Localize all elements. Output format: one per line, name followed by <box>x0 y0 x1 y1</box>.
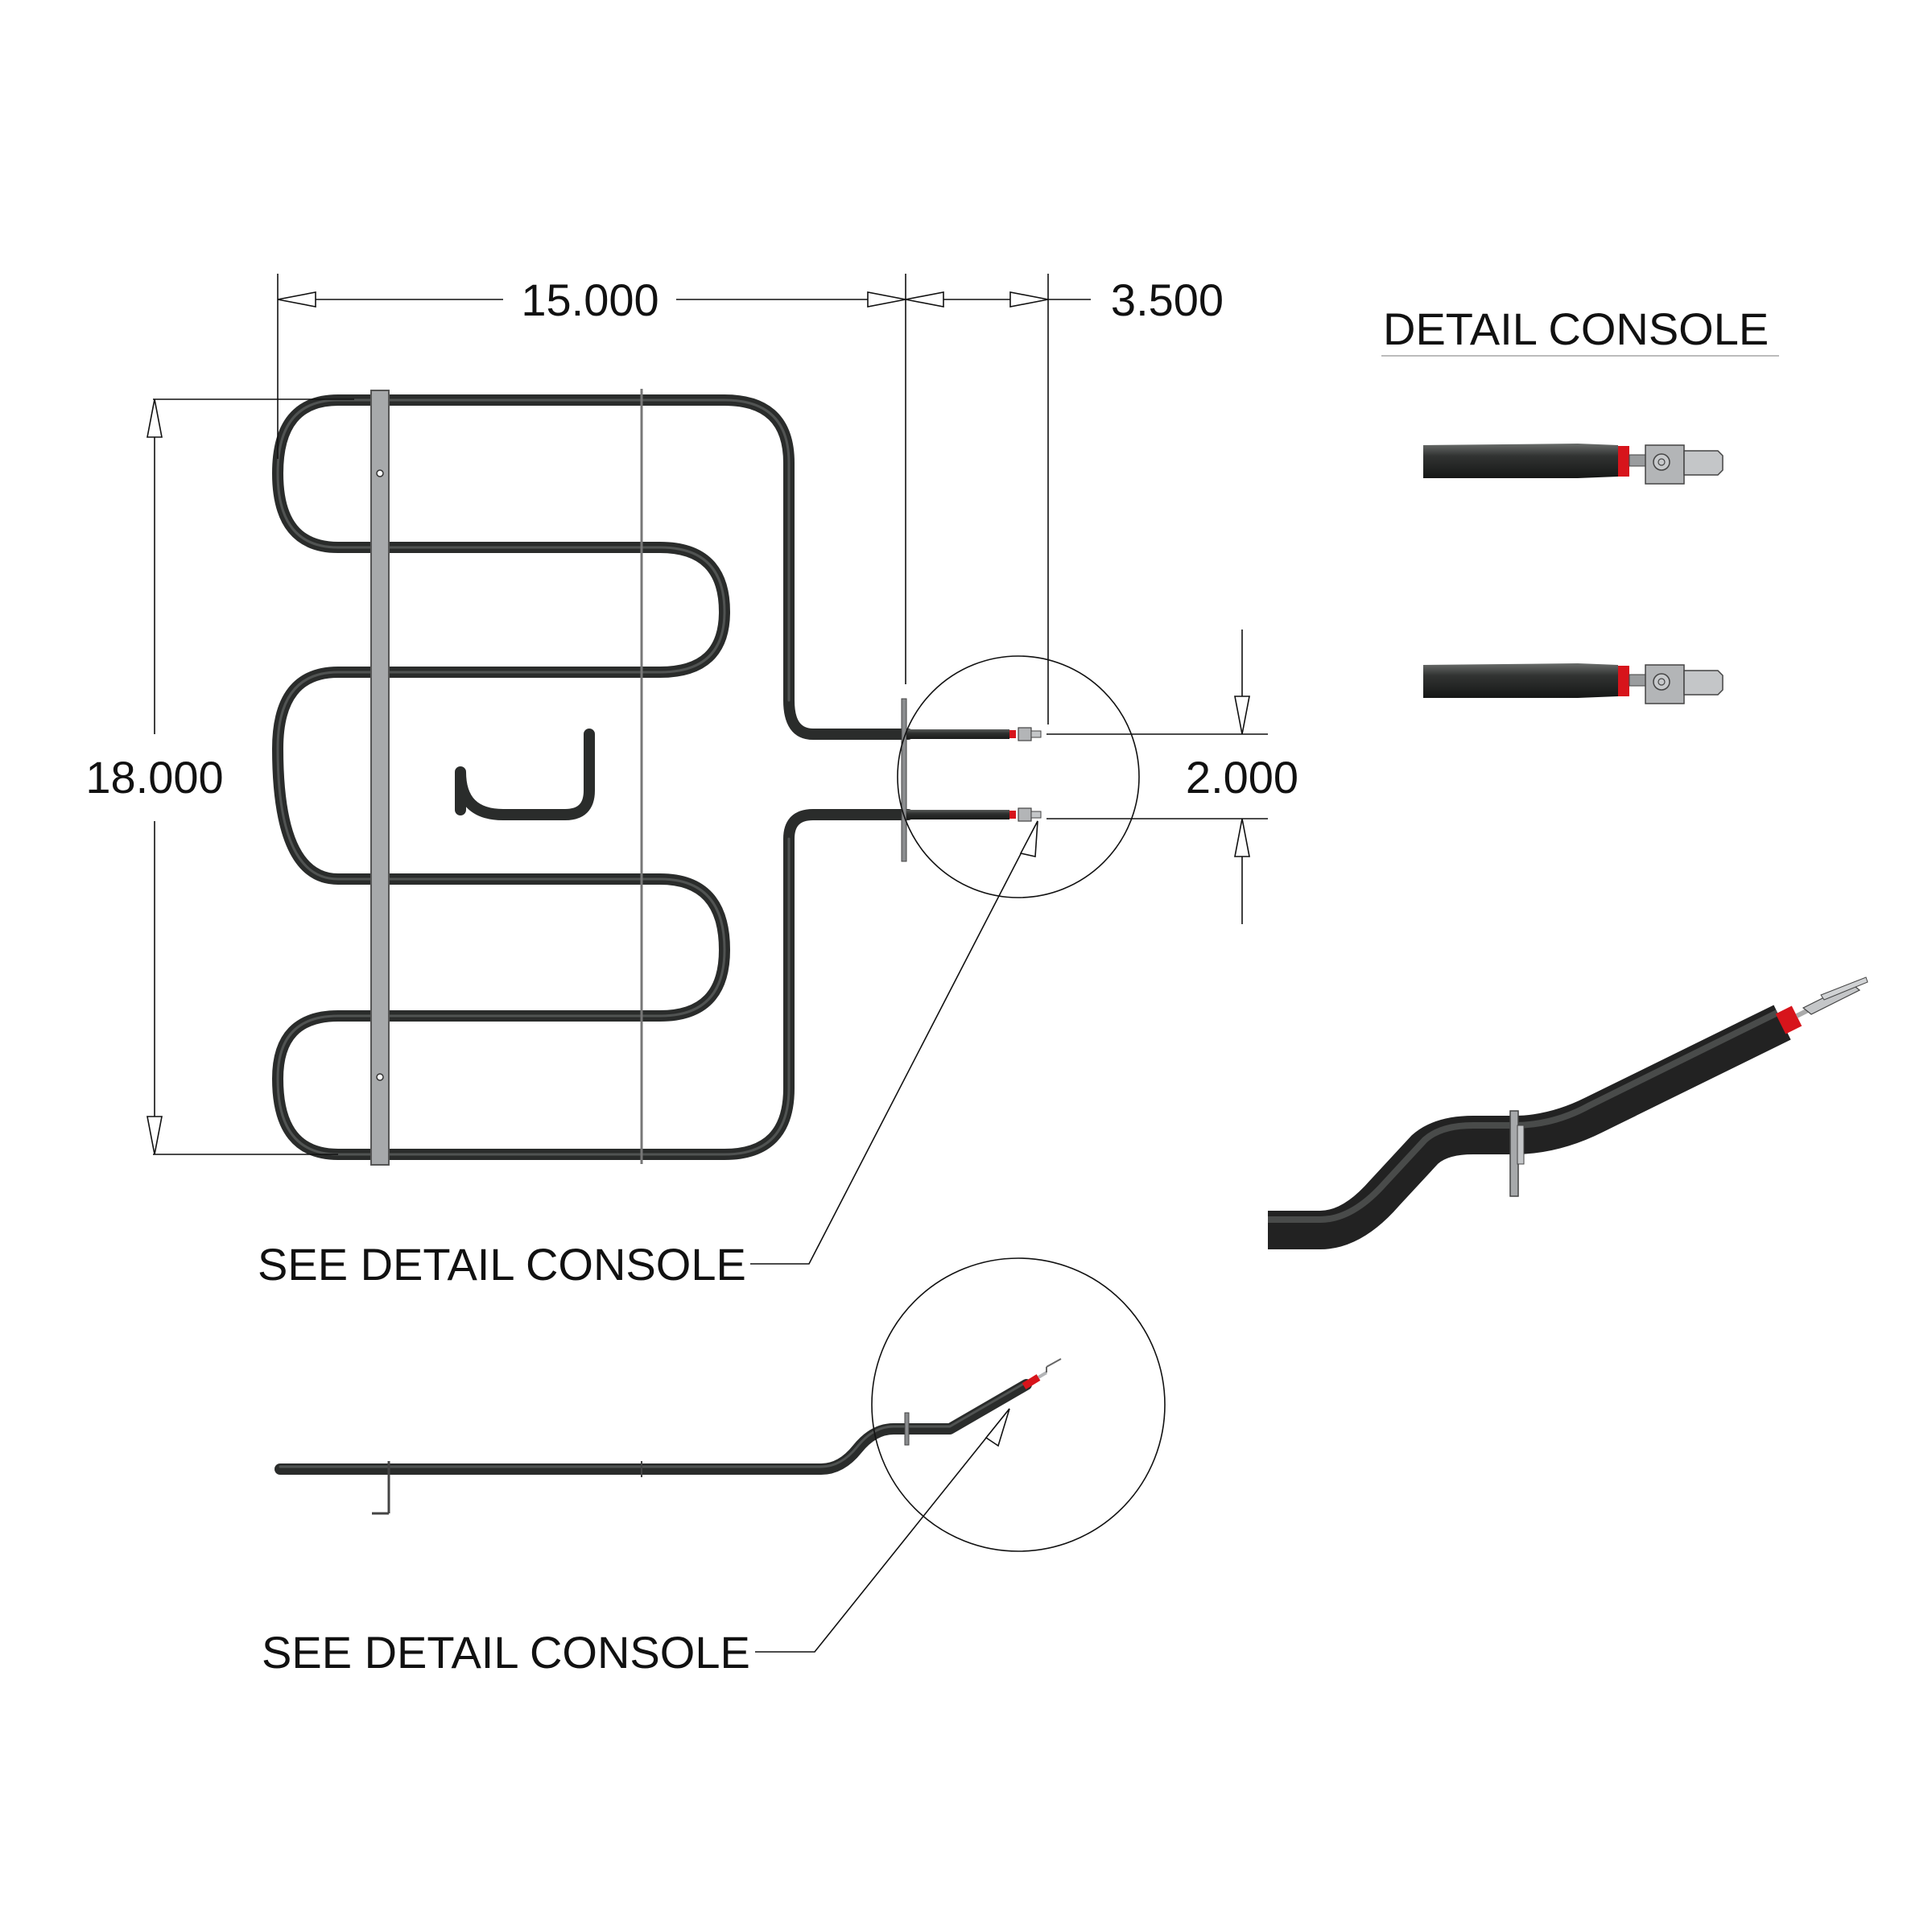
callout-bottom-label: SEE DETAIL CONSOLE <box>262 1627 750 1678</box>
dim-width-main: 15.000 <box>521 275 658 325</box>
callout-top-label: SEE DETAIL CONSOLE <box>258 1239 746 1290</box>
side-view <box>275 1257 1166 1552</box>
bracket-hole-top <box>376 469 384 477</box>
heating-element-highlight <box>276 398 791 1156</box>
callout-bottom: SEE DETAIL CONSOLE <box>262 1408 1010 1678</box>
mounting-flange <box>901 698 907 862</box>
front-view <box>272 389 1140 1166</box>
dim-width-leads: 3.500 <box>1111 275 1224 325</box>
dim-height: 18.000 <box>85 752 223 803</box>
dimension-lines: 15.000 3.500 18.000 2.000 <box>85 274 1298 1155</box>
side-tube <box>275 1379 1032 1475</box>
dim-lead-spacing: 2.000 <box>1186 752 1298 803</box>
detail-title: DETAIL CONSOLE <box>1383 303 1769 354</box>
detail-circle-front <box>897 655 1140 898</box>
detail-terminal-1 <box>1423 444 1724 485</box>
support-bracket <box>370 390 390 1166</box>
terminal-lead-bottom <box>906 807 1042 822</box>
terminal-lead-top <box>906 727 1042 741</box>
side-flange <box>904 1412 910 1446</box>
detail-console: DETAIL CONSOLE <box>1268 303 1868 1249</box>
detail-terminal-2 <box>1423 663 1724 704</box>
detail-isometric-lead <box>1268 976 1868 1249</box>
bracket-hole-bottom <box>376 1073 384 1081</box>
callout-top: SEE DETAIL CONSOLE <box>258 820 1038 1290</box>
detail-circle-side <box>871 1257 1166 1552</box>
